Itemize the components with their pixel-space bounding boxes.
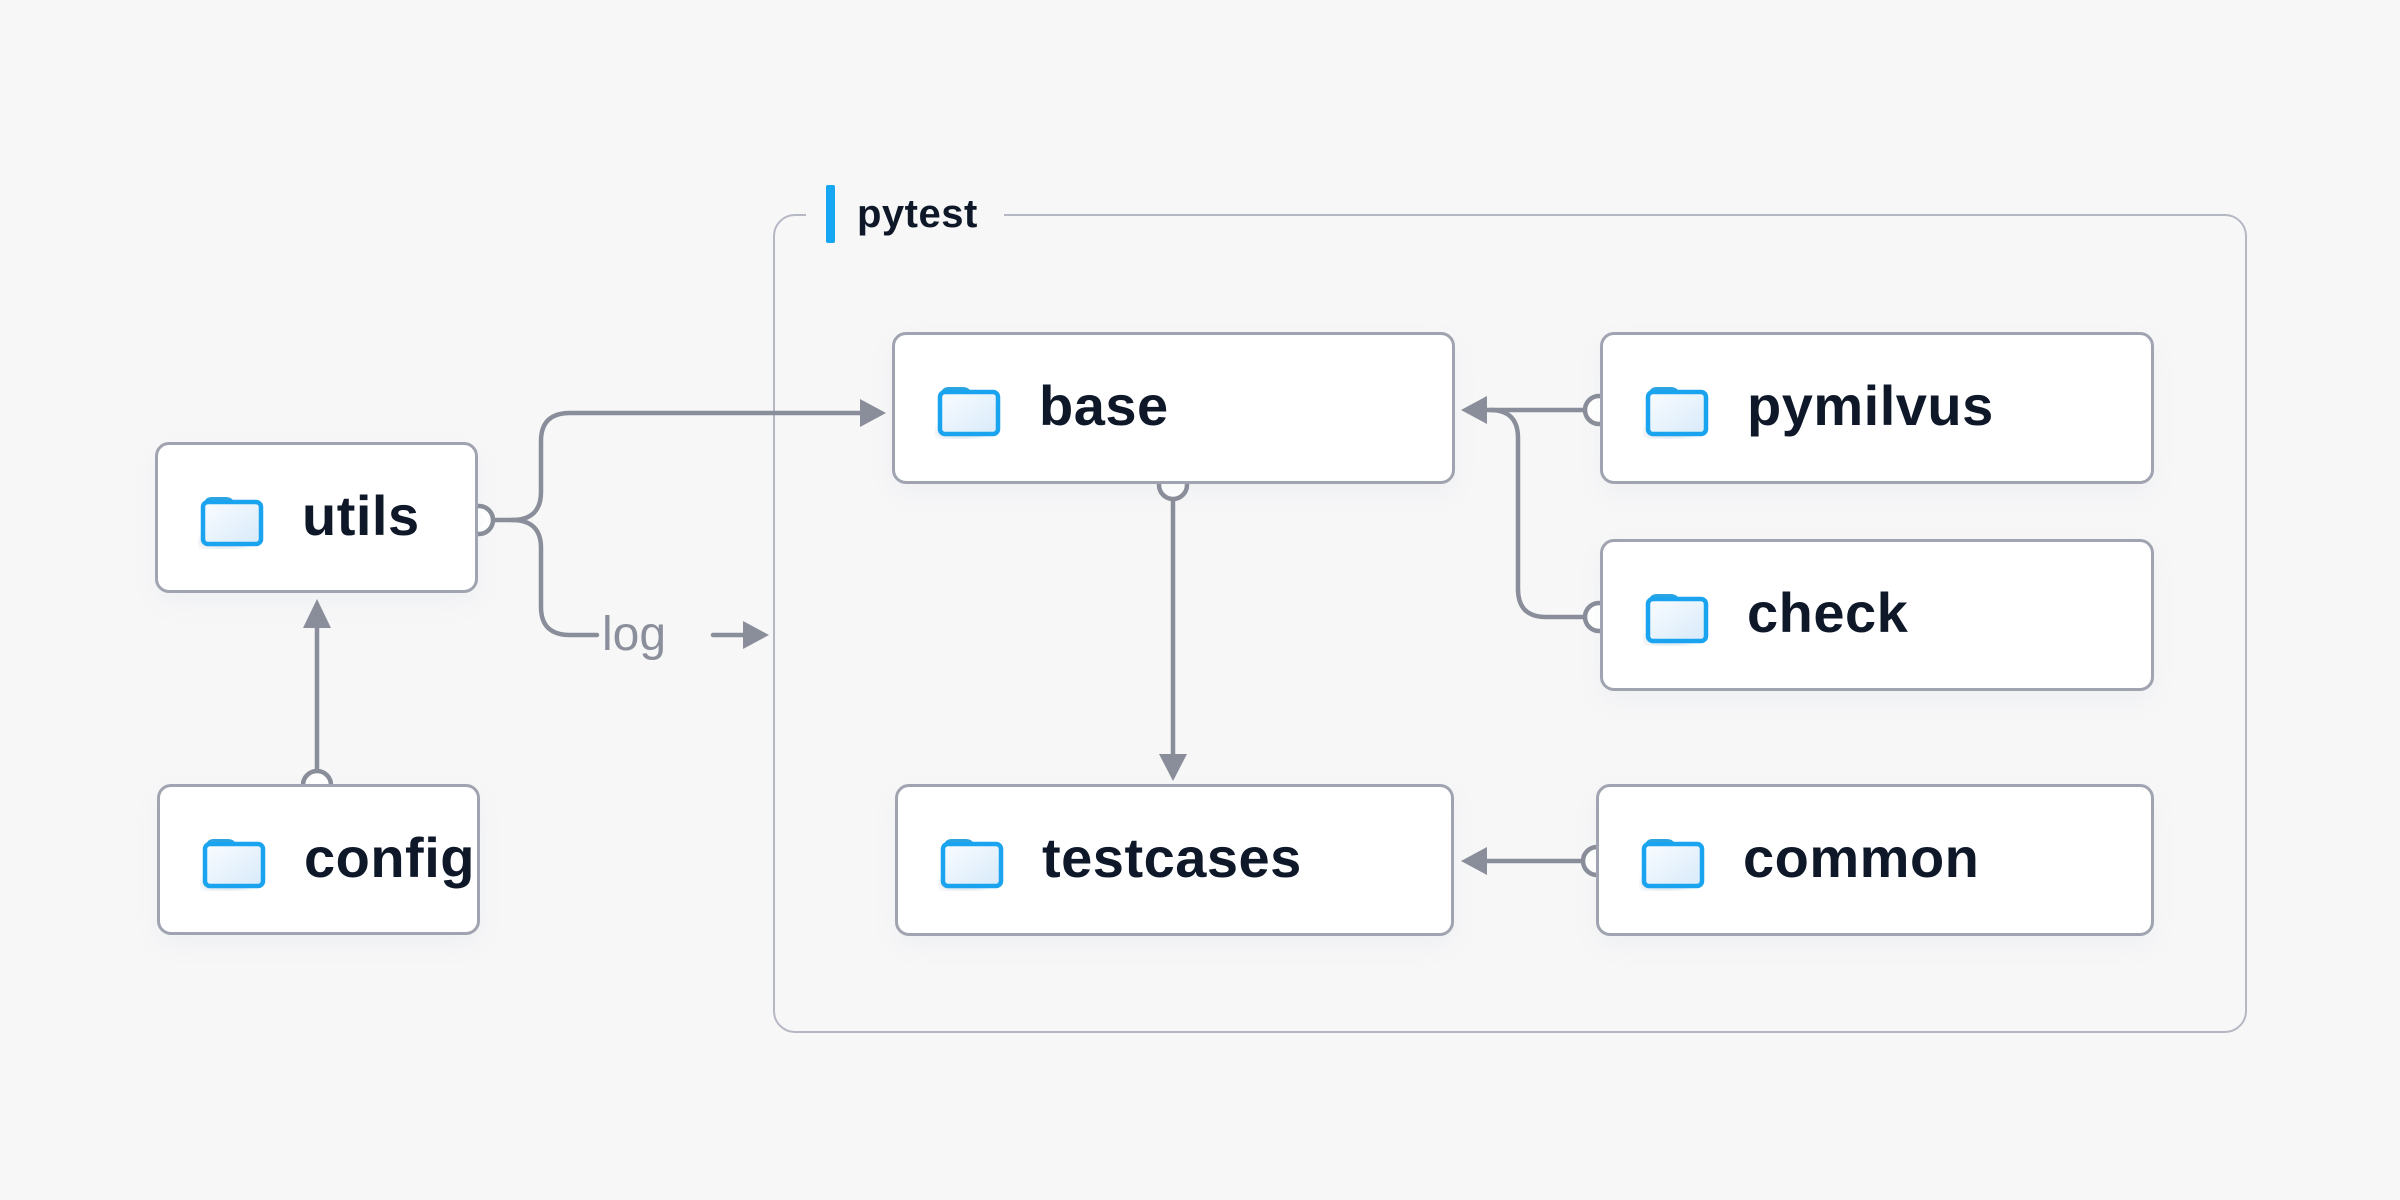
pytest-group-label: pytest <box>806 180 1004 248</box>
folder-icon <box>198 496 264 548</box>
node-check: check <box>1600 539 2154 691</box>
node-pymilvus: pymilvus <box>1600 332 2154 484</box>
pytest-group-container <box>773 214 2247 1033</box>
edge-label-log: log <box>602 608 667 661</box>
node-label: config <box>304 825 475 889</box>
node-label: pymilvus <box>1747 374 1994 437</box>
folder-icon <box>935 387 1001 438</box>
node-label: utils <box>302 483 420 547</box>
node-common: common <box>1596 784 2154 936</box>
folder-icon <box>1643 387 1709 438</box>
node-config: config <box>157 784 480 935</box>
folder-icon <box>200 838 266 890</box>
node-utils: utils <box>155 442 478 593</box>
node-label: base <box>1039 374 1169 437</box>
node-base: base <box>892 332 1455 484</box>
folder-icon <box>938 839 1004 890</box>
accent-bar <box>826 185 835 243</box>
node-testcases: testcases <box>895 784 1454 936</box>
node-label: common <box>1743 826 1980 889</box>
node-label: testcases <box>1042 826 1302 889</box>
folder-icon <box>1643 594 1709 645</box>
pytest-group-title: pytest <box>857 192 978 236</box>
node-label: check <box>1747 581 1909 644</box>
folder-icon <box>1639 839 1705 890</box>
